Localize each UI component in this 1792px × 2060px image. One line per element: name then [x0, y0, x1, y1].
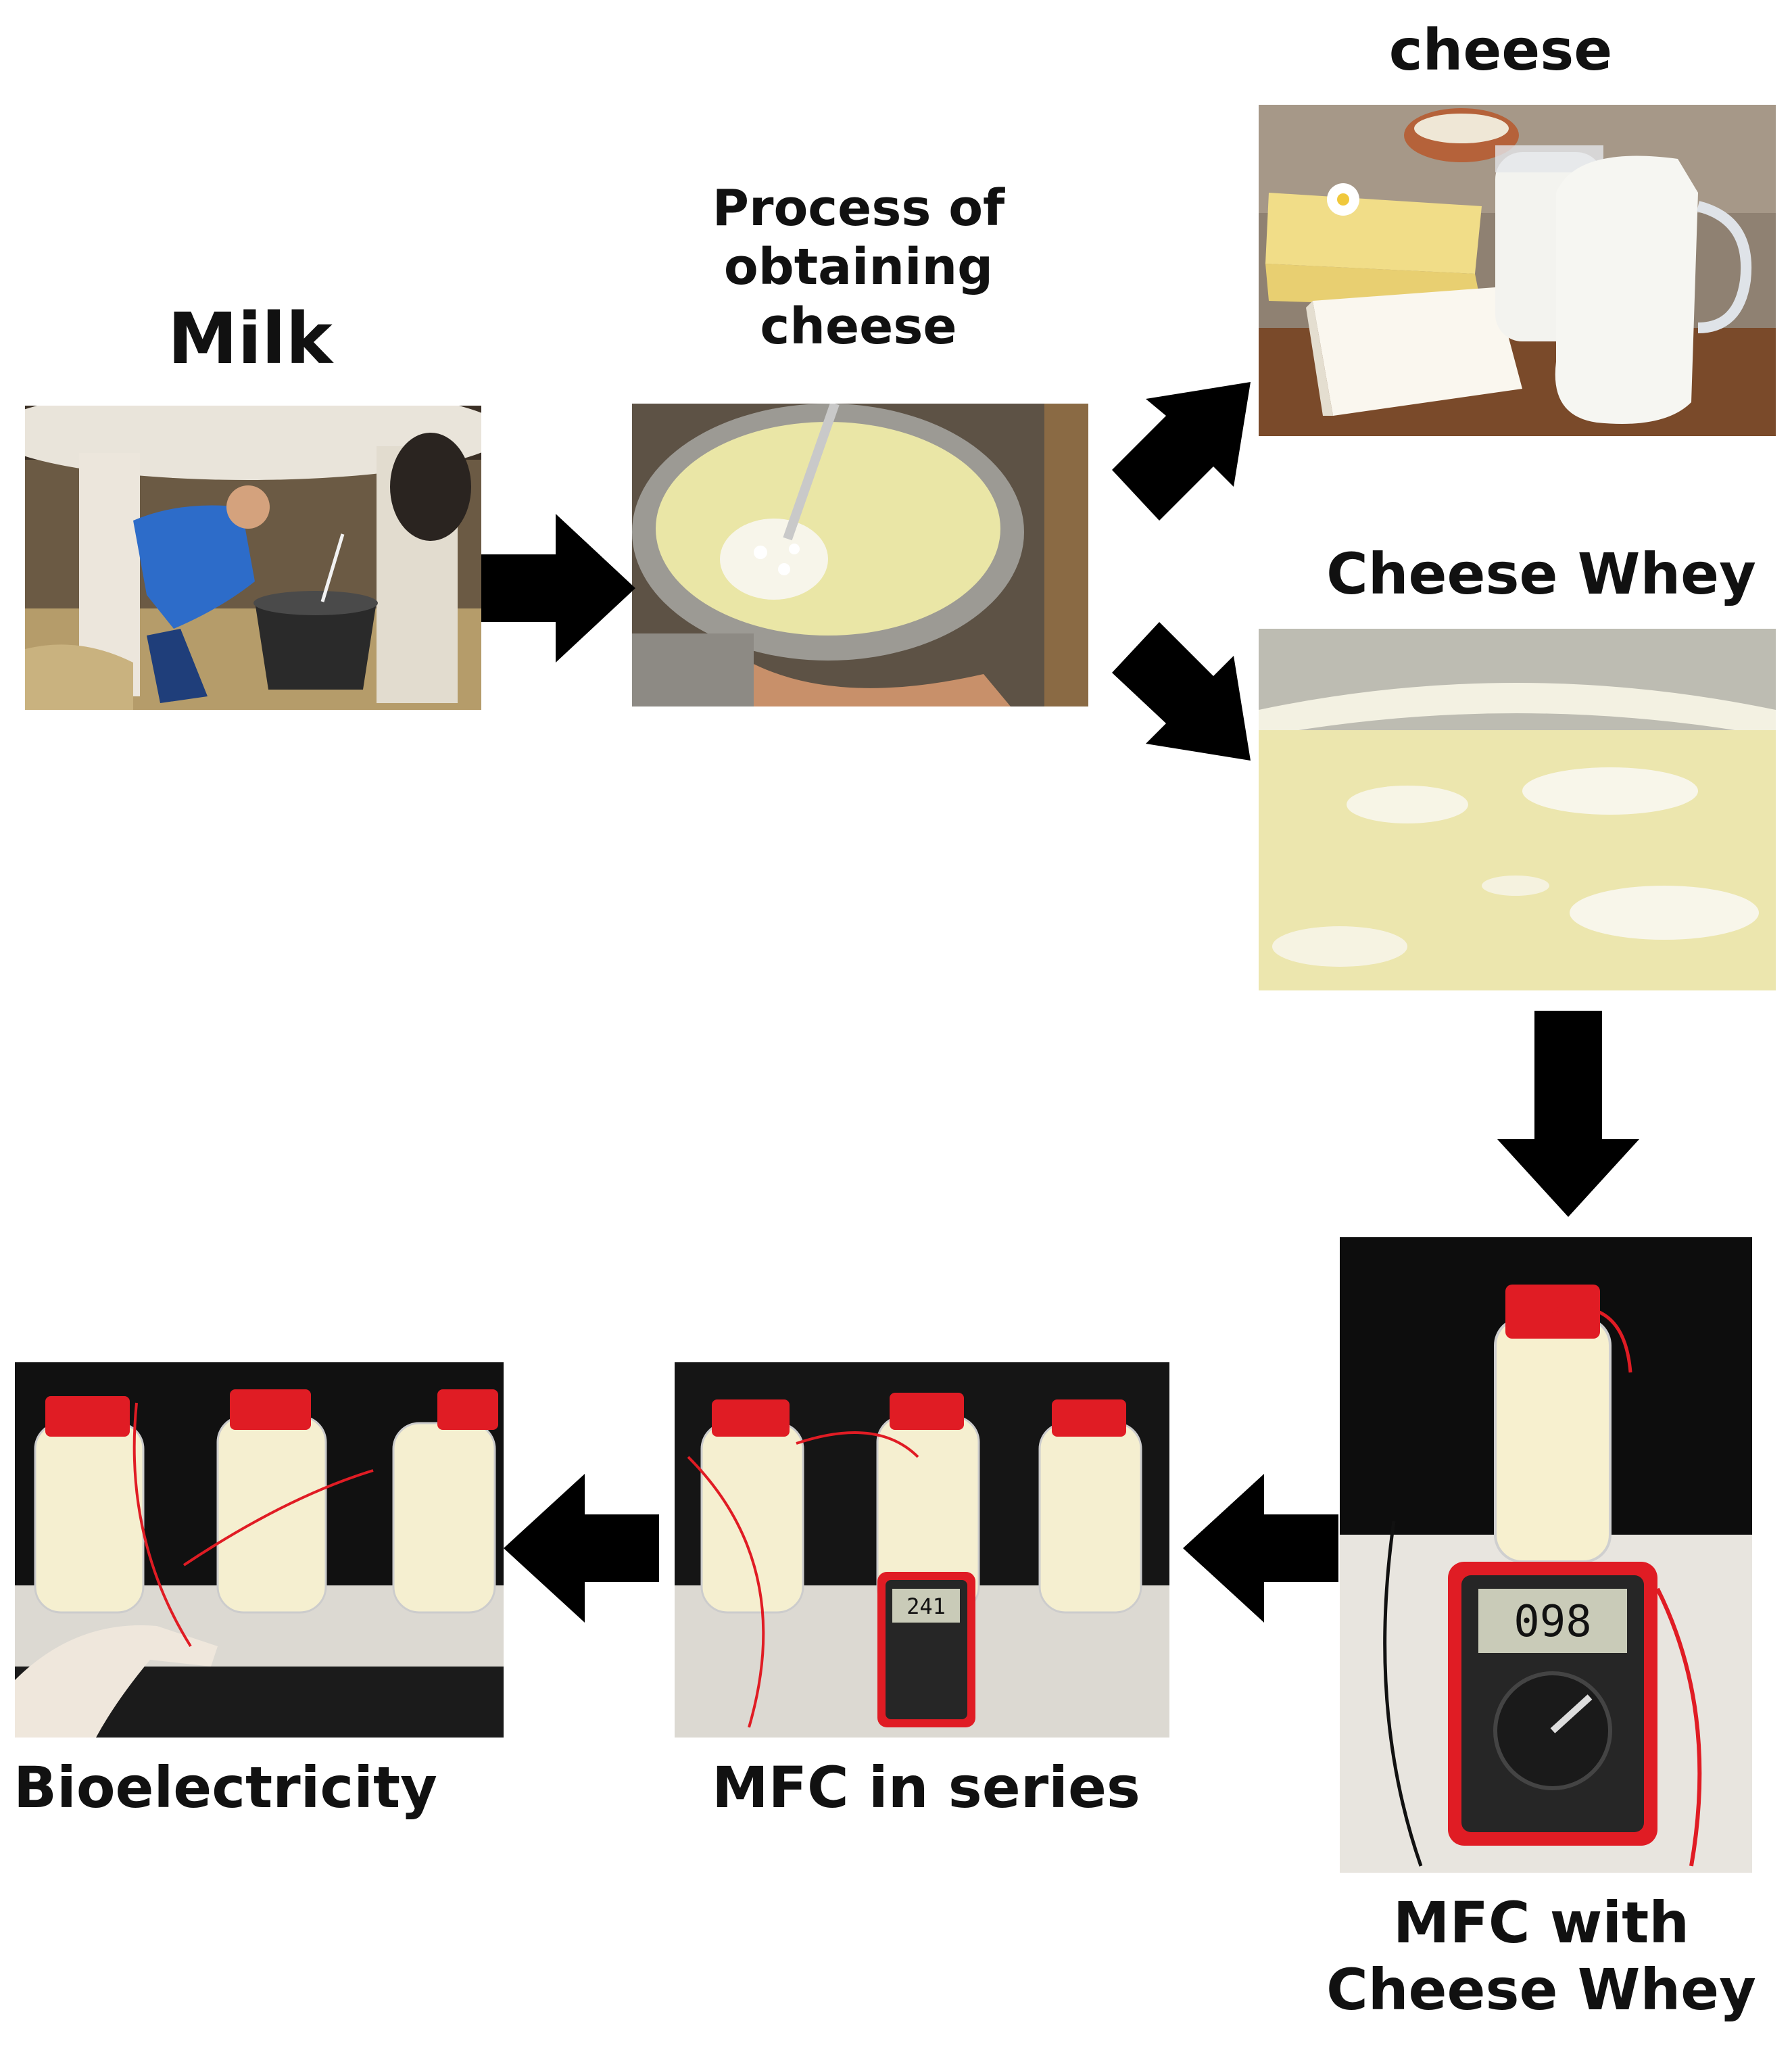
label-bioelectricity: Bioelectricity: [14, 1754, 437, 1821]
arrow-up-right-to-cheese: [1112, 382, 1251, 524]
arrow-left-series-to-bioelectricity: [504, 1474, 659, 1623]
arrow-down-right-to-whey: [1112, 619, 1251, 761]
series-meter-reading: 241: [906, 1594, 946, 1619]
label-cheese: cheese: [1388, 17, 1613, 83]
label-mfc-line1: MFC with: [1393, 1890, 1690, 1956]
label-process-line2: obtaining: [723, 238, 994, 297]
photo-mfc-series: 241: [675, 1362, 1169, 1738]
label-mfc-with-whey: MFC with Cheese Whey: [1284, 1890, 1792, 2023]
photo-cheese-and-milk: [1259, 105, 1776, 436]
single-meter-reading: 098: [1513, 1597, 1592, 1647]
photo-mfc-single: 098: [1340, 1237, 1752, 1873]
arrow-down-whey-to-mfc: [1497, 1011, 1639, 1217]
label-mfc-line2: Cheese Whey: [1326, 1957, 1756, 2023]
label-process-line3: cheese: [760, 297, 957, 356]
photo-bioelectricity: [15, 1362, 504, 1738]
label-cheese-whey: Cheese Whey: [1326, 541, 1756, 607]
arrow-left-mfc-to-series: [1183, 1474, 1338, 1623]
arrow-right-milk-to-process: [481, 514, 635, 663]
label-milk: Milk: [168, 297, 333, 380]
label-mfc-in-series: MFC in series: [712, 1754, 1140, 1821]
photo-cheese-pot: [632, 404, 1088, 706]
photo-milking-cow: [25, 406, 481, 710]
label-process-line1: Process of: [712, 179, 1005, 237]
photo-cheese-whey: [1259, 629, 1776, 990]
label-process: Process of obtaining cheese: [649, 179, 1068, 356]
